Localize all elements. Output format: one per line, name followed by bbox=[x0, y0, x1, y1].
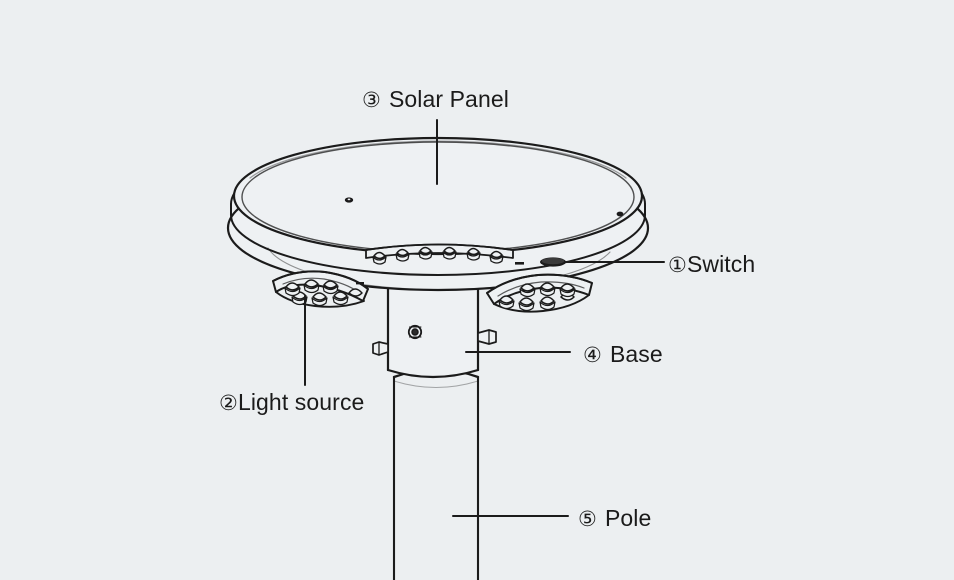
power-switch bbox=[540, 257, 566, 267]
callout-pole: ⑤ Pole bbox=[578, 505, 652, 531]
disc-underside-details bbox=[267, 247, 611, 291]
leader-lines bbox=[304, 119, 665, 517]
callout-label-base: Base bbox=[609, 341, 663, 367]
led-light-cluster-right bbox=[486, 273, 593, 313]
disc-screw-right bbox=[616, 211, 624, 217]
base-hex-screw bbox=[407, 324, 423, 340]
callout-switch: ①Switch bbox=[668, 251, 756, 277]
callout-label-light-source: Light source bbox=[237, 389, 365, 415]
callout-solar-panel: ③ Solar Panel bbox=[362, 86, 509, 112]
disc-screw-left bbox=[344, 197, 354, 203]
led-light-cluster-center bbox=[365, 243, 524, 265]
callout-number-2: ② bbox=[219, 392, 238, 415]
callout-light-source: ②Light source bbox=[219, 389, 365, 415]
callout-number-4: ④ bbox=[583, 344, 602, 367]
callout-base: ④ Base bbox=[583, 341, 663, 367]
support-pole bbox=[392, 368, 480, 580]
callout-number-3: ③ bbox=[362, 89, 381, 112]
base-side-bolt-right bbox=[477, 329, 497, 345]
callout-number-1: ① bbox=[668, 254, 687, 277]
callout-label-pole: Pole bbox=[604, 505, 652, 531]
callout-label-switch: Switch bbox=[686, 251, 756, 277]
callout-number-5: ⑤ bbox=[578, 508, 597, 531]
base-side-bolt-left bbox=[372, 341, 389, 356]
callout-label-solar-panel: Solar Panel bbox=[388, 86, 509, 112]
